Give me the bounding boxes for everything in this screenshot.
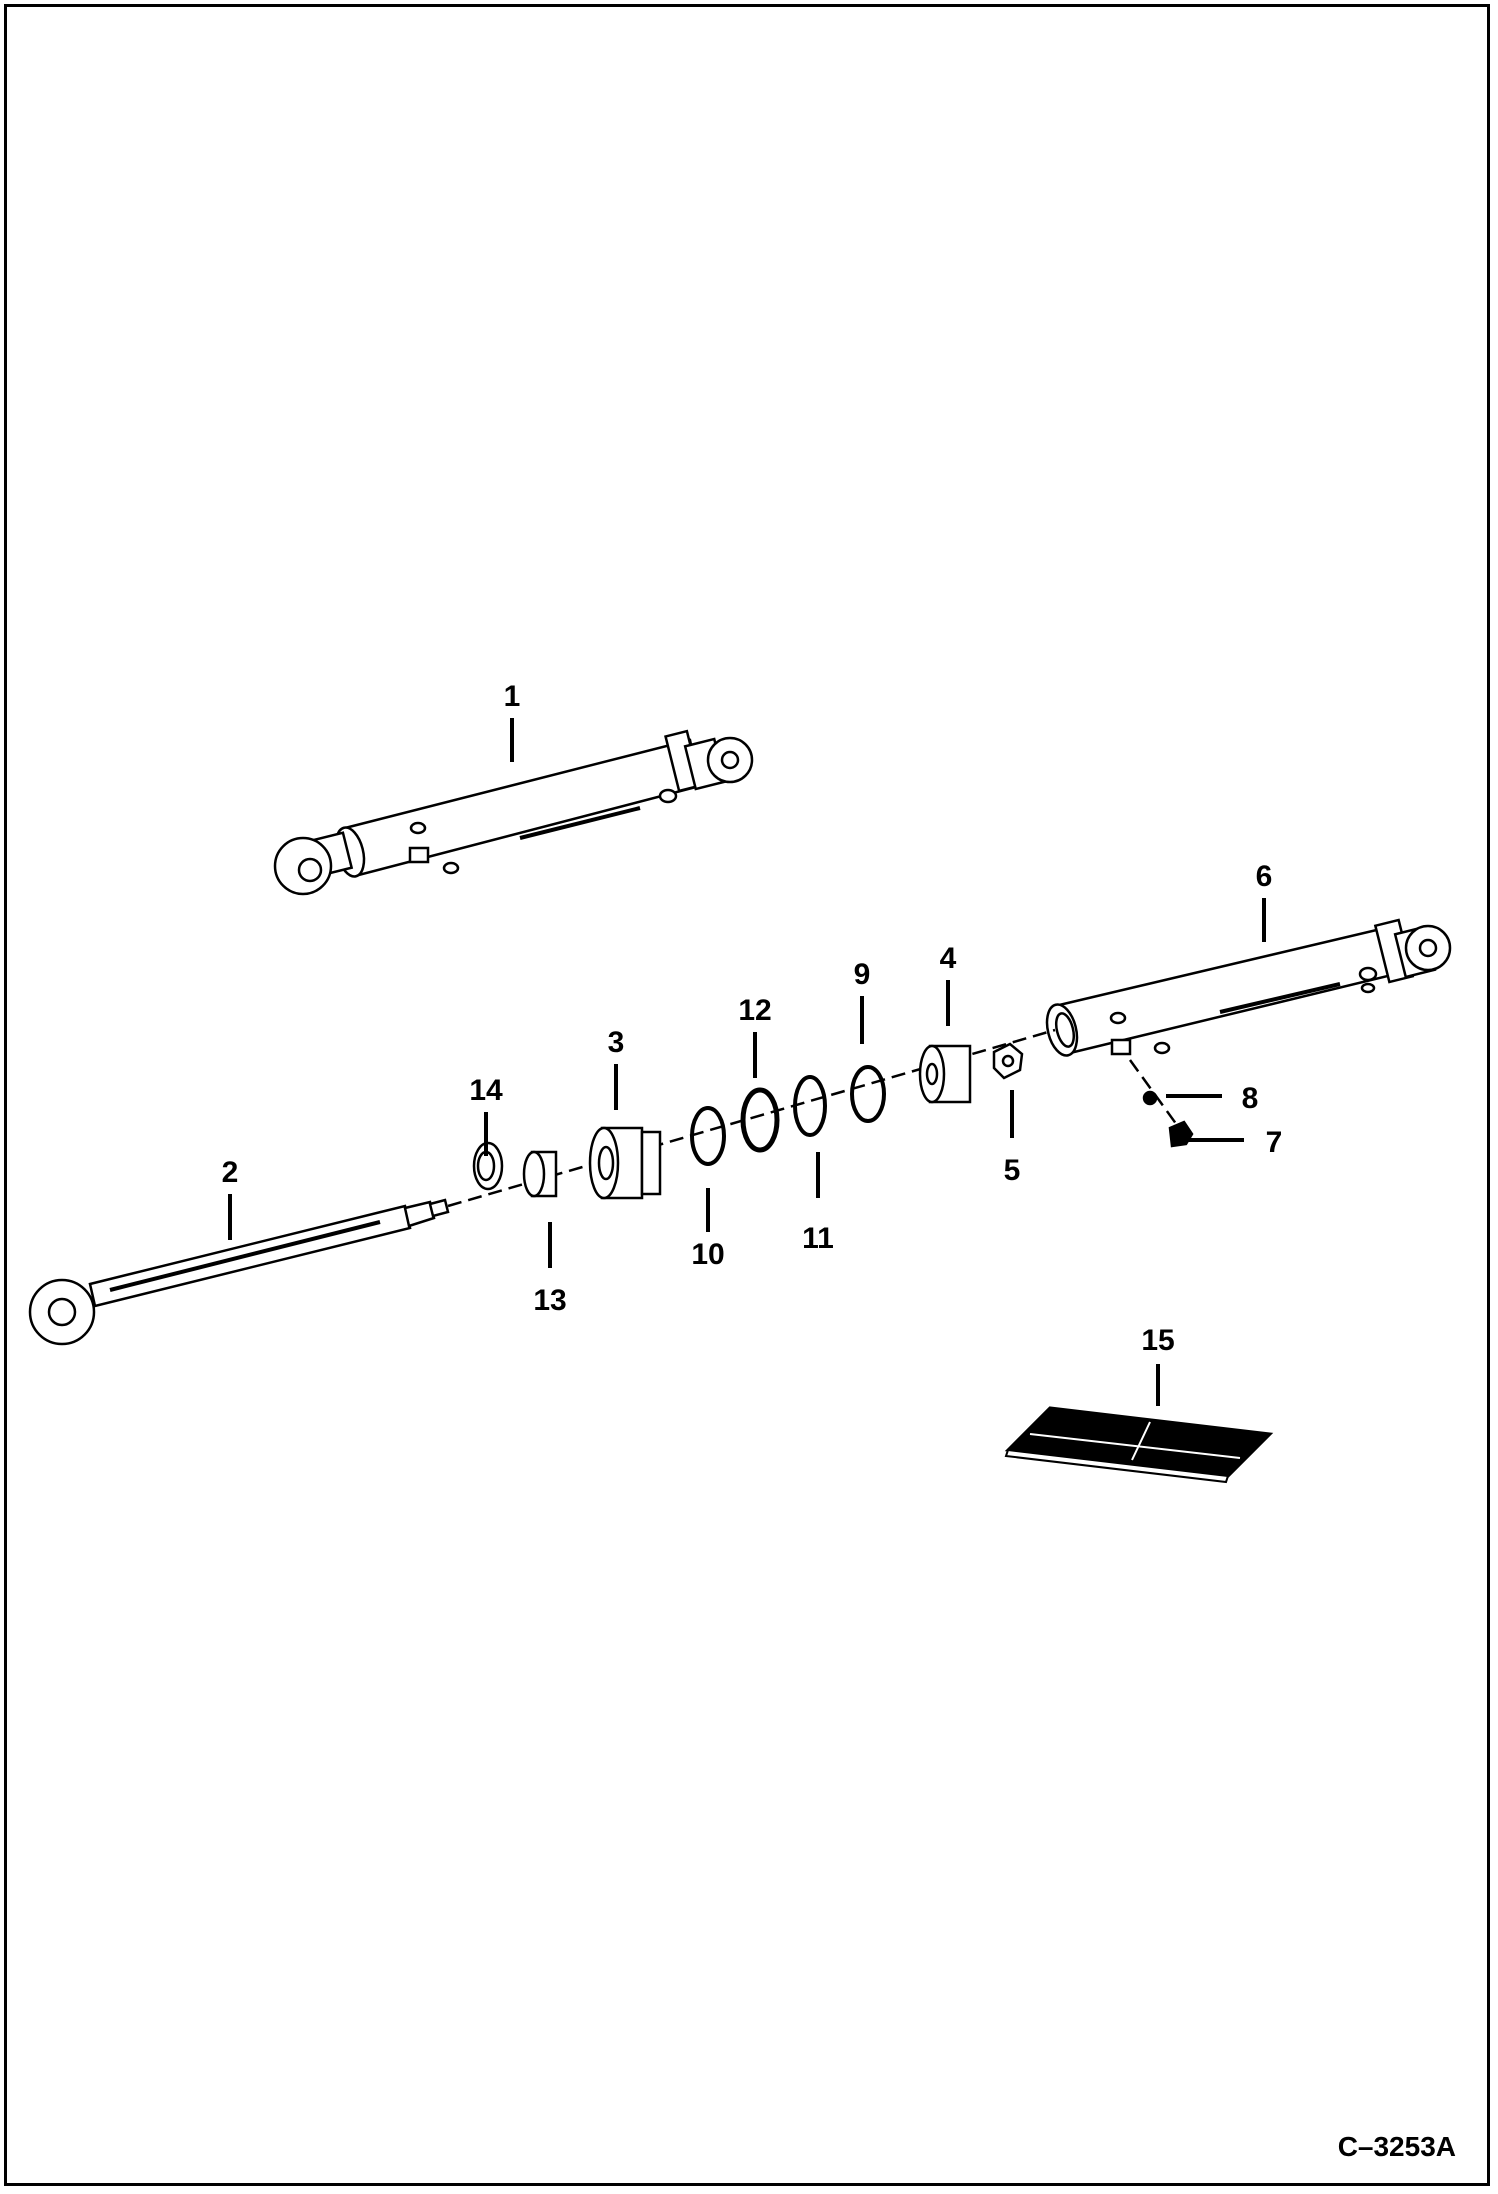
o-ring-10 [690, 1106, 726, 1166]
piston-gland [588, 1126, 662, 1200]
piston-rod [28, 1198, 450, 1346]
callout-4: 4 [940, 942, 957, 975]
ring-9 [850, 1065, 886, 1123]
callout-6: 6 [1256, 860, 1273, 893]
callout-5: 5 [1004, 1154, 1021, 1187]
leader-lines [228, 718, 1266, 1406]
callout-3: 3 [608, 1026, 625, 1059]
callout-9: 9 [854, 958, 871, 991]
callout-12: 12 [738, 994, 771, 1027]
callout-10: 10 [691, 1238, 724, 1271]
bushing [522, 1150, 558, 1198]
piston [918, 1044, 972, 1104]
cylinder-barrel [1045, 918, 1452, 1057]
callout-2: 2 [222, 1156, 239, 1189]
callout-7: 7 [1266, 1126, 1283, 1159]
washer [1142, 1090, 1158, 1106]
callouts: 1 2 3 4 5 6 7 8 9 10 11 12 13 14 15 [222, 680, 1283, 1357]
seal-kit-bag [1004, 1406, 1274, 1484]
callout-13: 13 [533, 1284, 566, 1317]
callout-1: 1 [504, 680, 521, 713]
rod-seal [472, 1141, 504, 1191]
assembled-cylinder [273, 729, 754, 896]
diagram-frame [4, 4, 1490, 2186]
lock-nut [992, 1042, 1024, 1080]
backup-ring-12 [740, 1087, 780, 1153]
callout-14: 14 [469, 1074, 503, 1107]
callout-15: 15 [1141, 1324, 1174, 1357]
figure-id: C–3253A [1338, 2131, 1456, 2162]
callout-11: 11 [802, 1222, 834, 1255]
callout-8: 8 [1242, 1082, 1259, 1115]
plug [1168, 1120, 1194, 1148]
o-ring-11 [793, 1075, 827, 1137]
